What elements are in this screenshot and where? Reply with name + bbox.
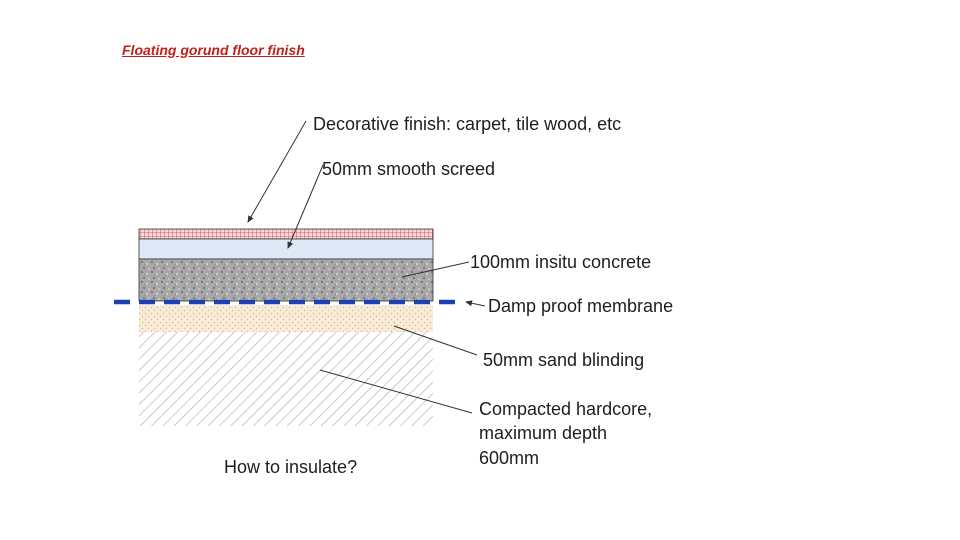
finish-leader <box>247 120 307 223</box>
insulate-question: How to insulate? <box>224 457 358 477</box>
hardcore-label-line1: Compacted hardcore, <box>479 399 653 419</box>
slide-title: Floating gorund floor finish <box>122 42 305 58</box>
decorative-finish-layer <box>138 228 434 240</box>
hardcore-leader <box>319 369 473 414</box>
screed-leader <box>287 164 324 249</box>
screed-label: 50mm smooth screed <box>322 159 496 179</box>
hardcore-label-line3: 600mm <box>479 448 540 468</box>
concrete-leader <box>401 261 470 278</box>
sand-leader <box>393 325 478 356</box>
sand-blinding-layer <box>139 305 433 332</box>
concrete-label: 100mm insitu concrete <box>470 252 652 272</box>
sand-label: 50mm sand blinding <box>483 350 645 370</box>
finish-label: Decorative finish: carpet, tile wood, et… <box>313 114 622 134</box>
smooth-screed-layer <box>138 238 434 260</box>
insitu-concrete-layer <box>138 258 434 302</box>
dpm-leader <box>465 300 486 307</box>
compacted-hardcore-layer <box>139 332 433 426</box>
hardcore-label-line2: maximum depth <box>479 423 608 443</box>
dpm-label: Damp proof membrane <box>488 296 674 316</box>
